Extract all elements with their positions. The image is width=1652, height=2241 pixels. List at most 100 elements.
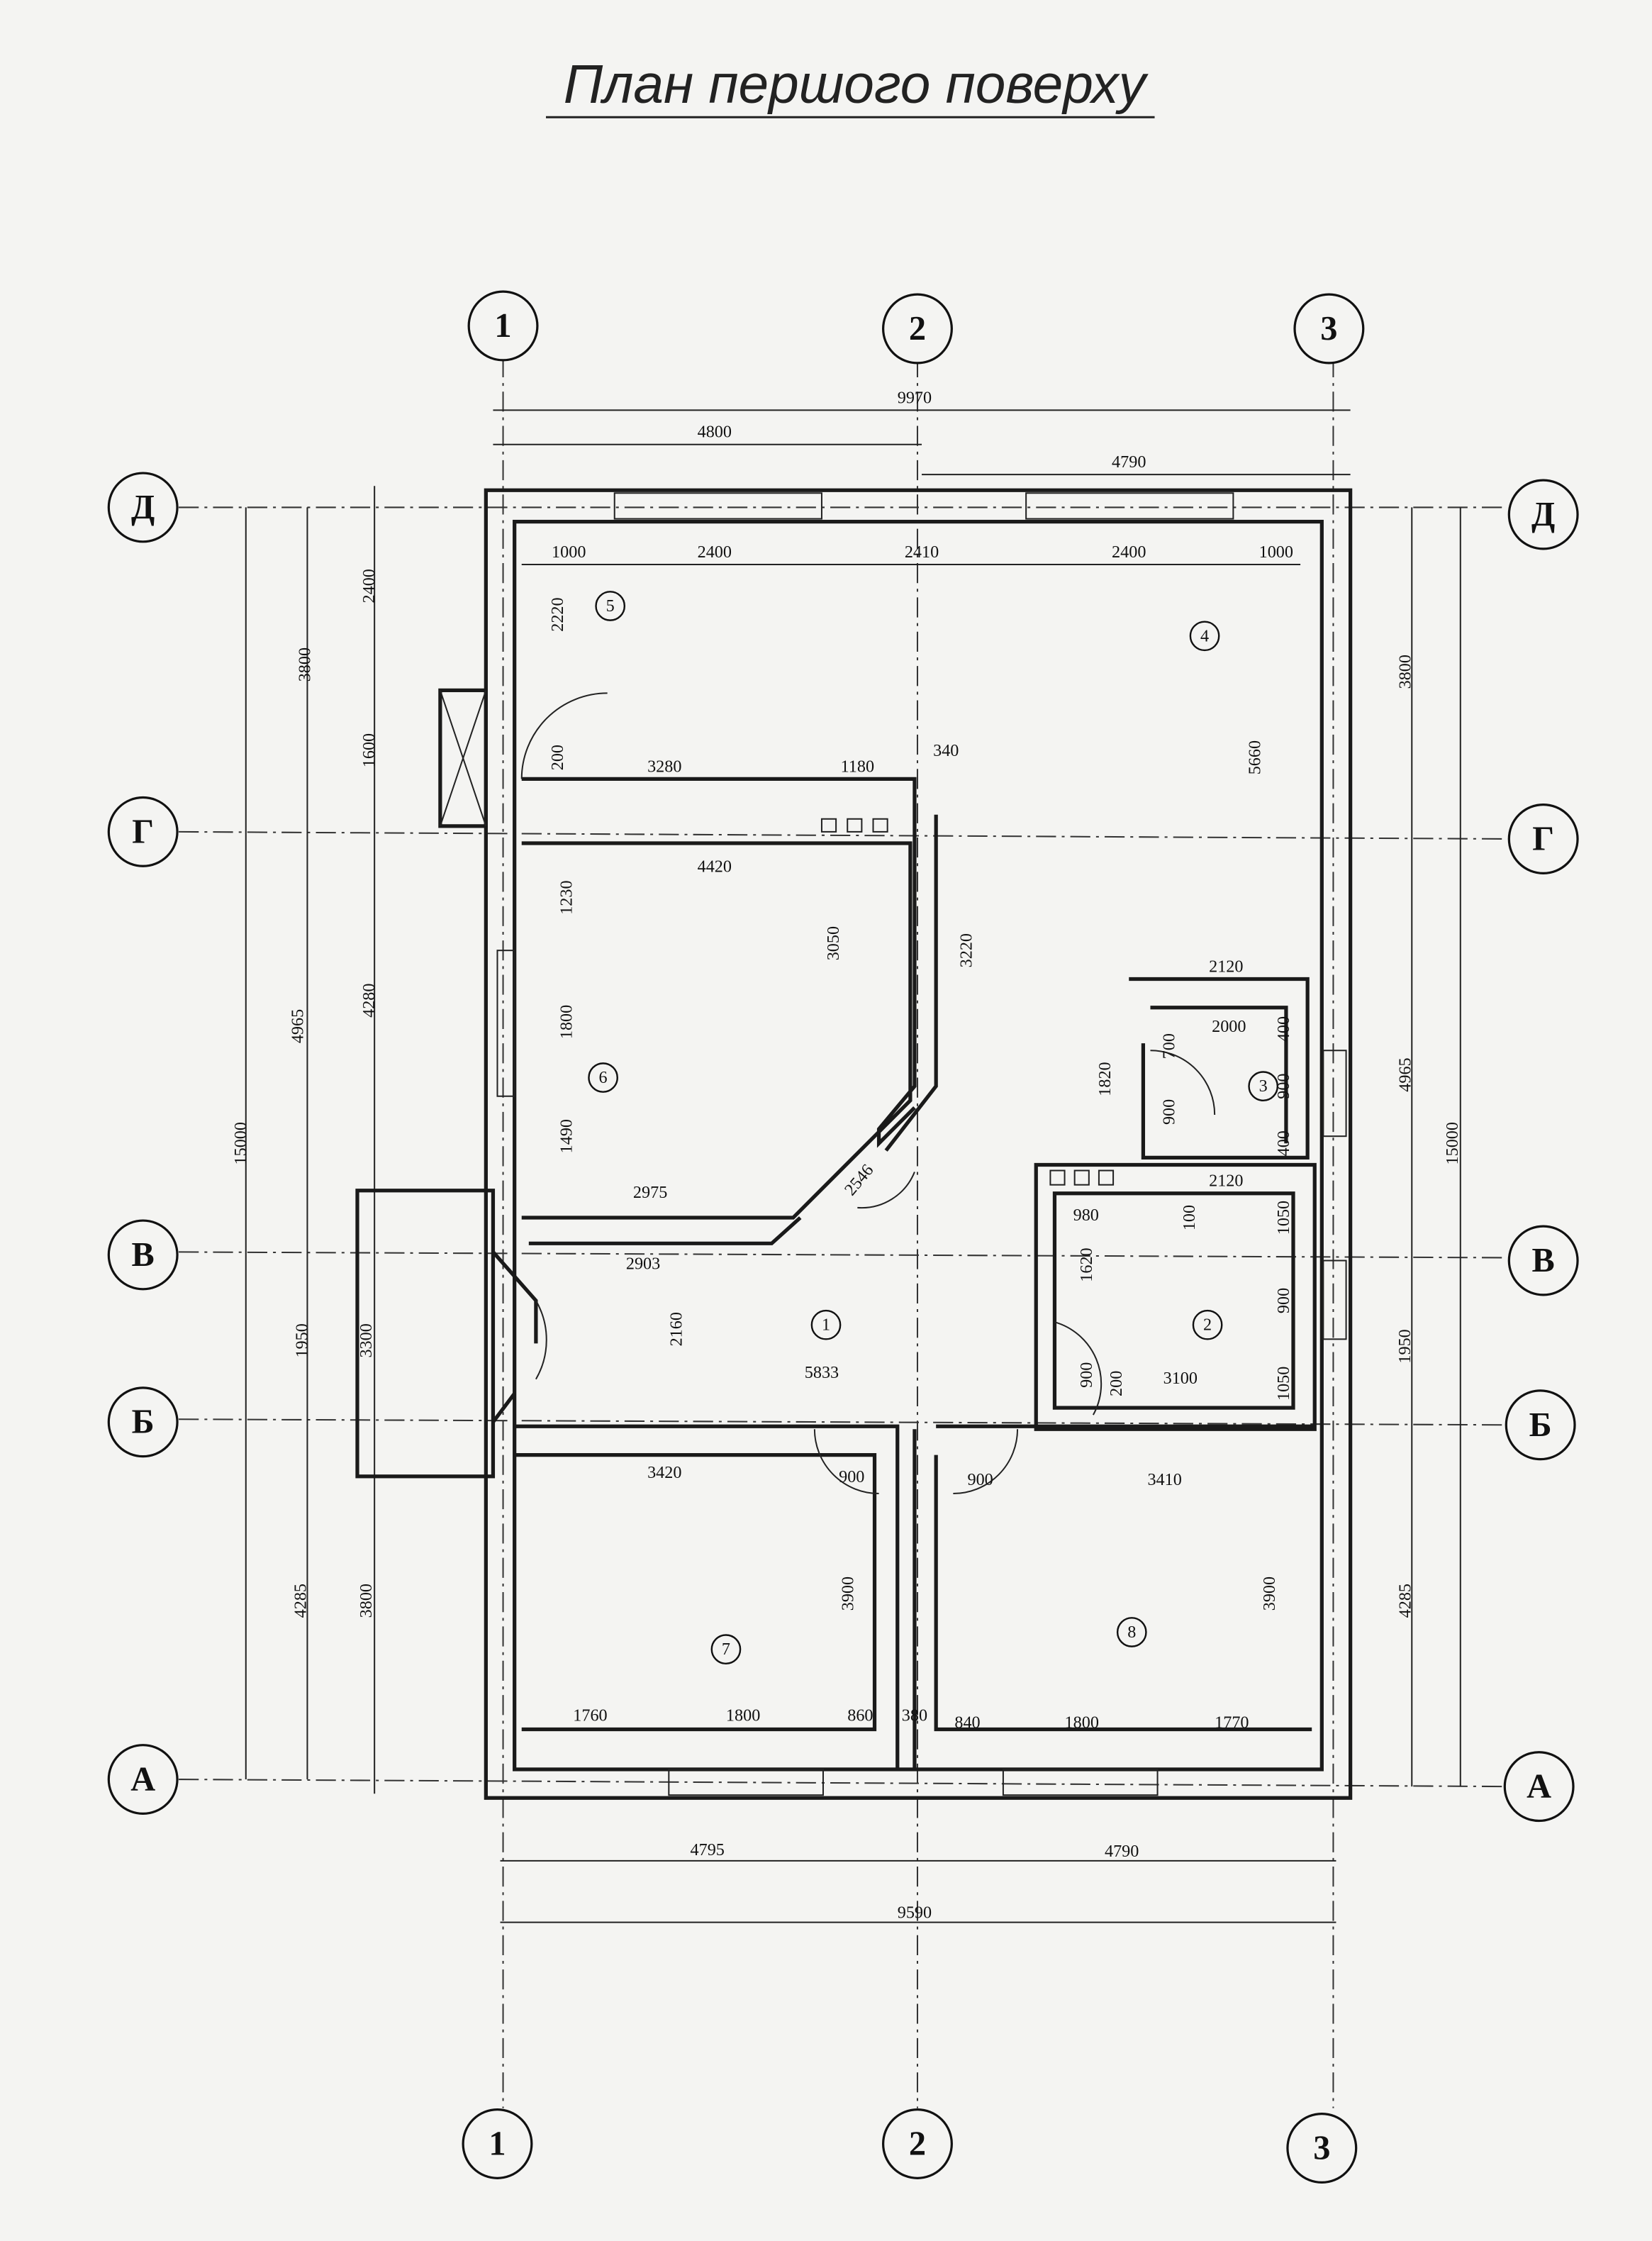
dimension-label: 900: [1160, 1099, 1179, 1125]
dimension-label: 2410: [905, 543, 939, 562]
dimension-label: 1800: [1065, 1713, 1099, 1733]
dimension-label: 5660: [1246, 740, 1265, 774]
dimension-label: 200: [1107, 1371, 1126, 1396]
dimension-label: 2120: [1209, 957, 1243, 976]
dimension-label: 2000: [1212, 1017, 1246, 1036]
doors: [520, 692, 1216, 1495]
axis-label: 2: [909, 310, 926, 347]
dimension-label: 400: [1274, 1130, 1293, 1156]
dimension-label: 4420: [698, 857, 732, 876]
dimension-label: 1050: [1274, 1201, 1293, 1235]
axis-bubble-V-left: В: [107, 1219, 179, 1291]
axis-bubble-B-left: Б: [107, 1386, 179, 1458]
dimension-label: 700: [1160, 1033, 1179, 1059]
axis-bubble-V-right: В: [1507, 1225, 1579, 1296]
dimension-label: 860: [847, 1706, 873, 1725]
axis-bubble-D-left: Д: [107, 472, 179, 543]
dimension-label: 4790: [1112, 452, 1146, 472]
dimension-label: 4285: [1395, 1584, 1414, 1618]
dimension-label: 2975: [633, 1183, 667, 1202]
dimension-label: 4800: [698, 423, 732, 442]
dimension-label: 100: [1180, 1205, 1199, 1230]
room-number-label: 2: [1203, 1316, 1212, 1335]
axis-bubble-G-right: Г: [1507, 803, 1579, 874]
room-number-8: 8: [1116, 1617, 1147, 1647]
dimension-label: 980: [1073, 1206, 1099, 1225]
axis-bubble-G-left: Г: [107, 796, 179, 867]
dimension-label: 1000: [1259, 543, 1293, 562]
dimension-label: 1760: [573, 1706, 607, 1725]
dimension-label: 9970: [898, 388, 932, 407]
axis-bubble-A-right: А: [1503, 1751, 1575, 1823]
dimension-label: 3100: [1163, 1369, 1198, 1388]
room-number-label: 5: [606, 596, 615, 616]
dimension-label: 4285: [291, 1584, 310, 1618]
dimension-label: 2120: [1209, 1172, 1243, 1191]
plan-title: План першого поверху: [564, 55, 1149, 115]
dimension-label: 1000: [552, 543, 586, 562]
dimension-label: 900: [1077, 1362, 1096, 1388]
axis-bubble-2-top: 2: [882, 293, 953, 365]
dimension-label: 3800: [295, 647, 314, 682]
dimension-label: 1230: [557, 880, 576, 914]
axis-label: Д: [131, 489, 155, 526]
axis-label: 1: [489, 2125, 506, 2162]
room-number-label: 1: [822, 1316, 830, 1335]
dimension-label: 900: [839, 1467, 864, 1486]
room-number-5: 5: [595, 591, 626, 621]
dimension-label: 840: [954, 1713, 980, 1733]
grid-axes: [179, 357, 1508, 2108]
room-number-label: 7: [722, 1640, 730, 1659]
dimension-label: 3050: [824, 926, 843, 960]
dimension-label: 1800: [726, 1706, 760, 1725]
room-number-label: 3: [1259, 1077, 1268, 1096]
dimension-label: 3900: [838, 1577, 857, 1611]
dimension-label: 3800: [357, 1584, 376, 1618]
room-number-2: 2: [1192, 1309, 1223, 1340]
axis-label: В: [1532, 1242, 1555, 1279]
dimension-label: 3900: [1260, 1577, 1279, 1611]
room-number-3: 3: [1248, 1071, 1279, 1101]
axis-label: А: [1527, 1768, 1551, 1806]
room-number-label: 6: [599, 1068, 608, 1087]
room-number-4: 4: [1189, 621, 1220, 652]
axis-label: 1: [494, 307, 511, 345]
dimension-label: 400: [1274, 1016, 1293, 1042]
dimension-label: 1770: [1215, 1713, 1249, 1733]
axis-bubble-1-top: 1: [467, 290, 539, 362]
axis-bubble-A-left: А: [107, 1744, 179, 1815]
dimension-label: 2220: [548, 597, 567, 631]
dimension-label: 2903: [626, 1255, 660, 1274]
dimension-label: 1180: [841, 757, 874, 776]
dimension-label: 15000: [1443, 1122, 1462, 1164]
axis-label: В: [132, 1236, 155, 1274]
dimension-label: 3300: [357, 1323, 376, 1357]
dimension-label: 340: [933, 741, 959, 760]
axis-label: 2: [909, 2125, 926, 2162]
axis-bubble-1-bottom: 1: [462, 2108, 533, 2179]
dimension-label: 1800: [557, 1005, 576, 1039]
dimension-label: 1050: [1274, 1367, 1293, 1401]
axis-label: 3: [1320, 310, 1337, 347]
axis-label: 3: [1313, 2130, 1330, 2167]
walls: [355, 488, 1353, 1800]
room-number-6: 6: [588, 1062, 618, 1093]
windows: [496, 492, 1347, 1796]
dimension-label: 4280: [359, 984, 379, 1018]
axis-label: Б: [1529, 1406, 1552, 1444]
axis-label: Г: [132, 813, 154, 850]
dimension-label: 4790: [1105, 1842, 1139, 1861]
axis-label: Д: [1531, 496, 1555, 533]
dimension-label: 3420: [647, 1463, 681, 1482]
dimension-label: 3220: [957, 933, 976, 967]
axis-bubble-2-bottom: 2: [882, 2108, 953, 2179]
dimension-label: 900: [1274, 1288, 1293, 1313]
dimension-label: 3410: [1147, 1470, 1181, 1489]
dimension-label: 200: [548, 745, 567, 770]
dimension-label: 5833: [805, 1363, 839, 1382]
axis-bubble-B-right: Б: [1505, 1389, 1576, 1461]
dimension-lines: [245, 409, 1461, 1923]
dimension-label: 1950: [292, 1323, 311, 1357]
